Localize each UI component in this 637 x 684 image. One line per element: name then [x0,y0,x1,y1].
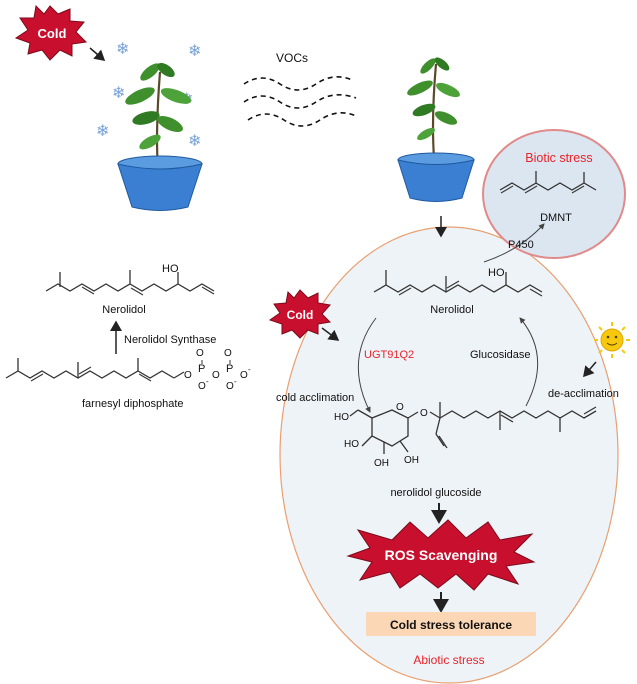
o-label: O [224,348,232,359]
farnesyl-diphosphate-structure [5,370,175,379]
dmnt-structure [499,171,597,191]
nerolidol-glucoside-label: nerolidol glucoside [390,487,481,499]
ros-scavenging-label: ROS Scavenging [385,547,498,563]
ring-o-label: O [396,402,404,413]
minus-label: - [206,377,209,386]
pot-left [117,155,203,211]
snowflake-icon: ❄ [188,133,201,150]
sun-icon [594,322,630,358]
snowflake-icon: ❄ [188,43,201,60]
nerolidol-center-structure [373,284,543,293]
glycosidic-o-label: O [420,408,428,419]
o-minus-label: O [226,381,234,392]
snowflake-icon: ❄ [96,123,109,140]
o-label: O [184,370,192,381]
ros-burst: ROS Scavenging [346,519,536,591]
sugar-ho-label: HO [334,412,349,423]
o-label: O [212,370,220,381]
glucosidase-label: Glucosidase [470,349,531,361]
ho-center-label: HO [488,267,505,279]
cold-badge-icon [268,289,332,339]
cold-badge-mid: Cold [268,289,332,339]
sugar-oh-label: OH [374,458,389,469]
cold-badge-icon [14,4,88,61]
o-minus-label: O [240,370,248,381]
biotic-stress-label: Biotic stress [525,151,592,165]
cold-badge-mid-label: Cold [287,308,314,322]
pot-right [397,152,475,202]
o-minus-label: O [198,381,206,392]
nerolidol-center-label: Nerolidol [430,304,473,316]
nerolidol-glucoside-structure [349,402,597,454]
dmnt-label: DMNT [540,212,572,224]
ugt-label: UGT91Q2 [364,349,414,361]
snowflake-icon: ❄ [116,41,129,58]
cold-stress-tolerance-label: Cold stress tolerance [390,618,512,632]
cold-badge-top-label: Cold [38,26,67,41]
nerolidol-left-structure [45,283,215,292]
ho-left-label: HO [162,263,179,275]
abiotic-stress-label: Abiotic stress [413,653,484,667]
minus-label: - [248,365,251,374]
nerolidol-synthase-label: Nerolidol Synthase [124,334,216,346]
plant-right [407,57,460,159]
cycle-arrow-down [357,317,377,413]
cold-acclimation-label: cold acclimation [276,392,354,404]
cold-stress-tolerance-box [366,612,536,636]
snowflake-icon: ❄ [112,85,125,102]
phosphate-left-label: P [198,363,205,375]
sugar-ho2-label: HO [344,439,359,450]
snowflake-icons: ❄ ❄ ❄ ❄ ❄ ❄ [96,41,201,150]
ros-burst-icon [346,519,536,591]
cold-badge-top: Cold [14,4,88,61]
biotic-stress-region [482,129,626,259]
sugar-oh-label: OH [404,455,419,466]
vocs-waves [243,76,357,127]
minus-label: - [234,377,237,386]
o-label: O [196,348,204,359]
plant-left [125,62,192,171]
vocs-label: VOCs [276,51,308,65]
de-acclimation-label: de-acclimation [548,388,619,400]
phosphate-right-label: P [226,363,233,375]
p450-label: P450 [508,239,534,251]
nerolidol-left-label: Nerolidol [102,304,145,316]
farnesyl-diphosphate-label: farnesyl diphosphate [82,398,184,410]
cycle-arrow-up [519,317,539,407]
